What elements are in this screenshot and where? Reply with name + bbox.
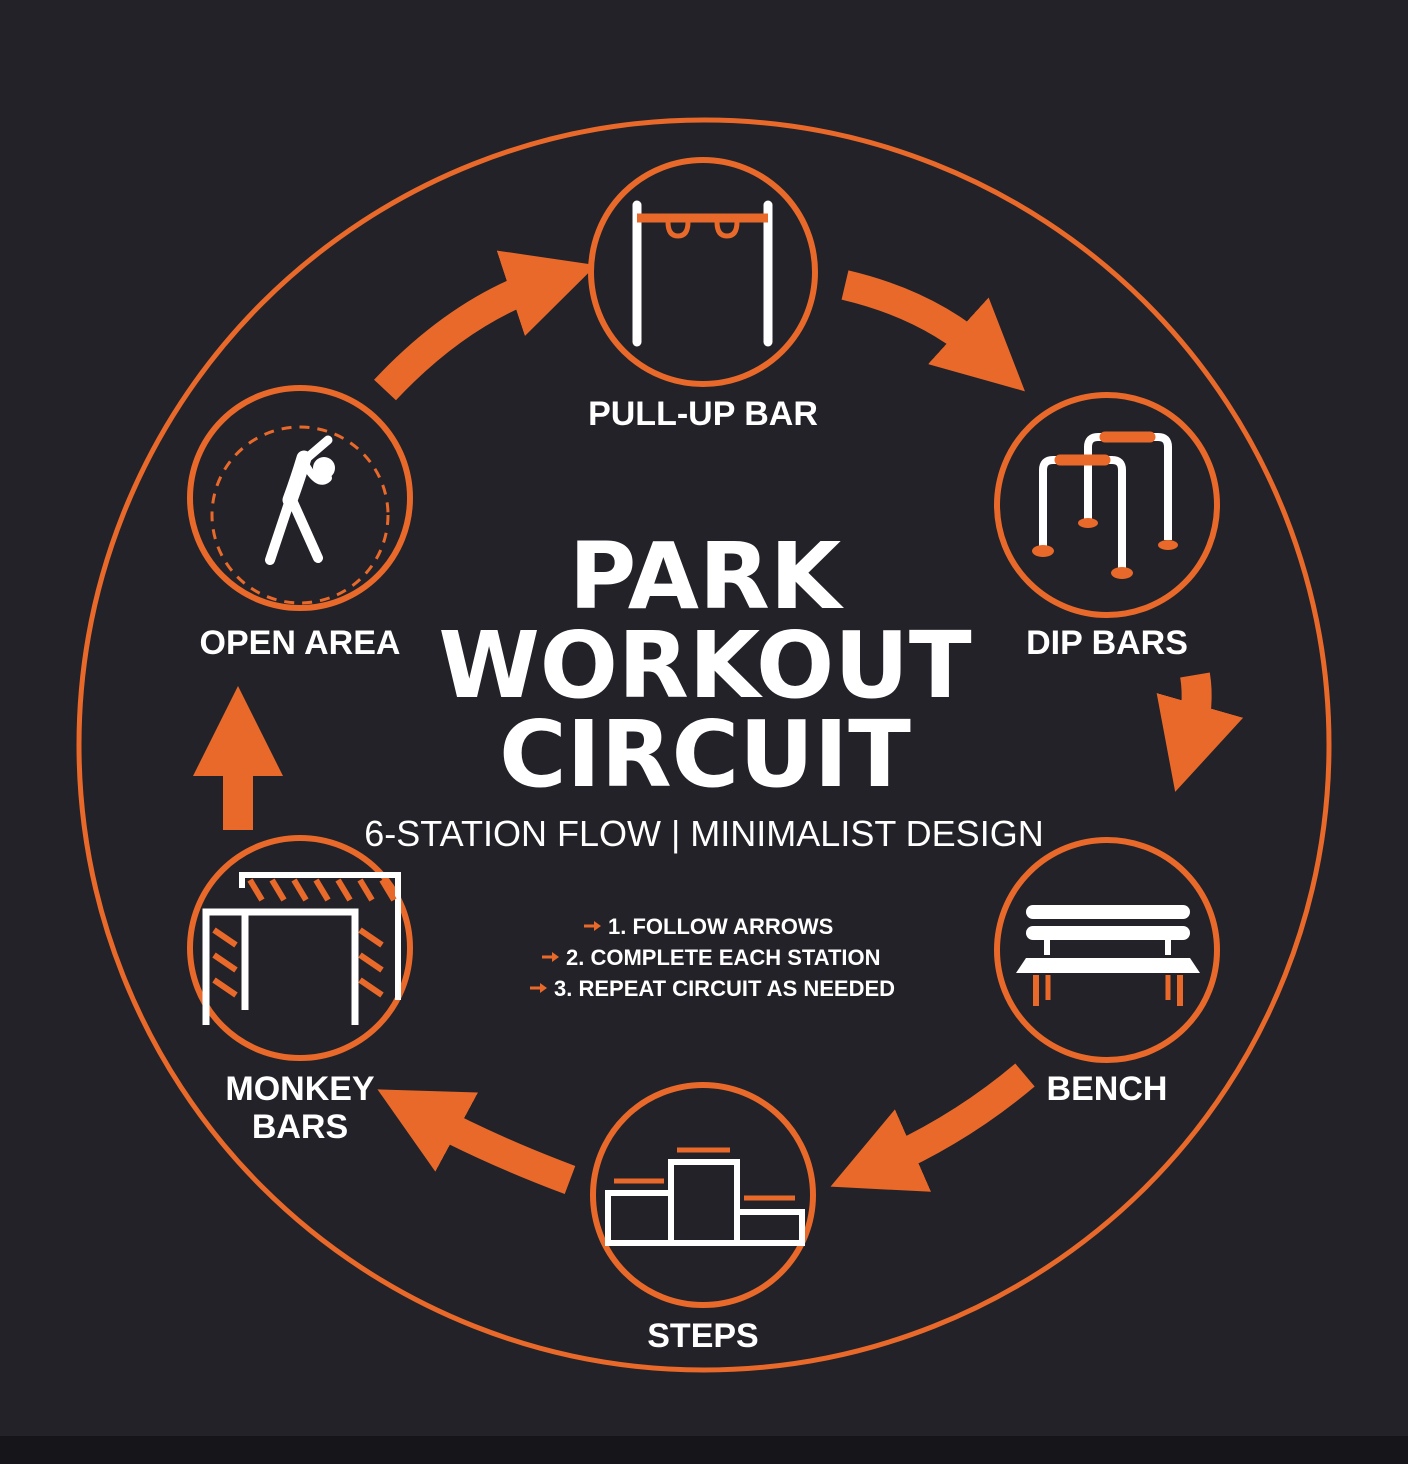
- arrow-dip-to-bench: [1156, 672, 1244, 792]
- subtitle: 6-STATION FLOW | MINIMALIST DESIGN: [364, 813, 1043, 854]
- step-text: 1. FOLLOW ARROWS: [608, 914, 833, 939]
- arrow-bullet-icon: [594, 921, 601, 931]
- bottom-band: [0, 1436, 1408, 1464]
- instructions-list: 1. FOLLOW ARROWS 2. COMPLETE EACH STATIO…: [530, 914, 895, 1001]
- station-steps[interactable]: STEPS: [590, 1082, 816, 1355]
- steps-icon: [605, 1147, 805, 1246]
- step-text: 2. COMPLETE EACH STATION: [566, 945, 881, 970]
- station-bench[interactable]: BENCH: [994, 837, 1220, 1108]
- station-ring: [994, 837, 1220, 1063]
- title-line3: CIRCUIT: [499, 701, 911, 808]
- arrow-bullet-icon: [540, 983, 547, 993]
- dip-bars-icon: [1032, 431, 1178, 579]
- station-ring: [588, 157, 818, 387]
- station-ring: [590, 1082, 816, 1308]
- station-label: OPEN AREA: [200, 624, 401, 662]
- station-ring: [187, 835, 413, 1061]
- station-label: BENCH: [1047, 1070, 1168, 1108]
- stretching-figure-icon: [265, 435, 335, 565]
- station-label-line2: BARS: [252, 1108, 348, 1146]
- title-line2: WORKOUT: [438, 612, 972, 719]
- station-label-line1: MONKEY: [225, 1070, 375, 1108]
- station-ring: [994, 392, 1220, 618]
- arrow-bullet-icon: [552, 952, 559, 962]
- monkey-bars-icon: [202, 872, 401, 1025]
- arrow-pullup-to-dip: [841, 270, 1025, 392]
- arrow-open-to-pullup: [374, 250, 597, 401]
- station-label: PULL-UP BAR: [588, 395, 818, 433]
- outer-ring: [76, 117, 1332, 1373]
- bench-icon: [1016, 905, 1200, 1006]
- station-dip[interactable]: DIP BARS: [994, 392, 1220, 662]
- station-pullup[interactable]: PULL-UP BAR: [588, 157, 818, 433]
- dashed-area-ring: [210, 425, 390, 605]
- title-line1: PARK: [569, 523, 845, 630]
- step-item: 2. COMPLETE EACH STATION: [542, 945, 881, 970]
- step-item: 1. FOLLOW ARROWS: [584, 914, 833, 939]
- pull-up-bar-icon: [632, 200, 773, 347]
- step-item: 3. REPEAT CIRCUIT AS NEEDED: [530, 976, 895, 1001]
- arrow-steps-to-monkey: [377, 1089, 576, 1195]
- station-label: STEPS: [647, 1317, 758, 1355]
- station-monkey[interactable]: MONKEY BARS: [187, 835, 413, 1146]
- station-ring: [187, 385, 413, 611]
- station-open[interactable]: OPEN AREA: [187, 385, 413, 662]
- step-text: 3. REPEAT CIRCUIT AS NEEDED: [554, 976, 895, 1001]
- station-label: DIP BARS: [1026, 624, 1188, 662]
- arrow-bench-to-steps: [830, 1063, 1035, 1192]
